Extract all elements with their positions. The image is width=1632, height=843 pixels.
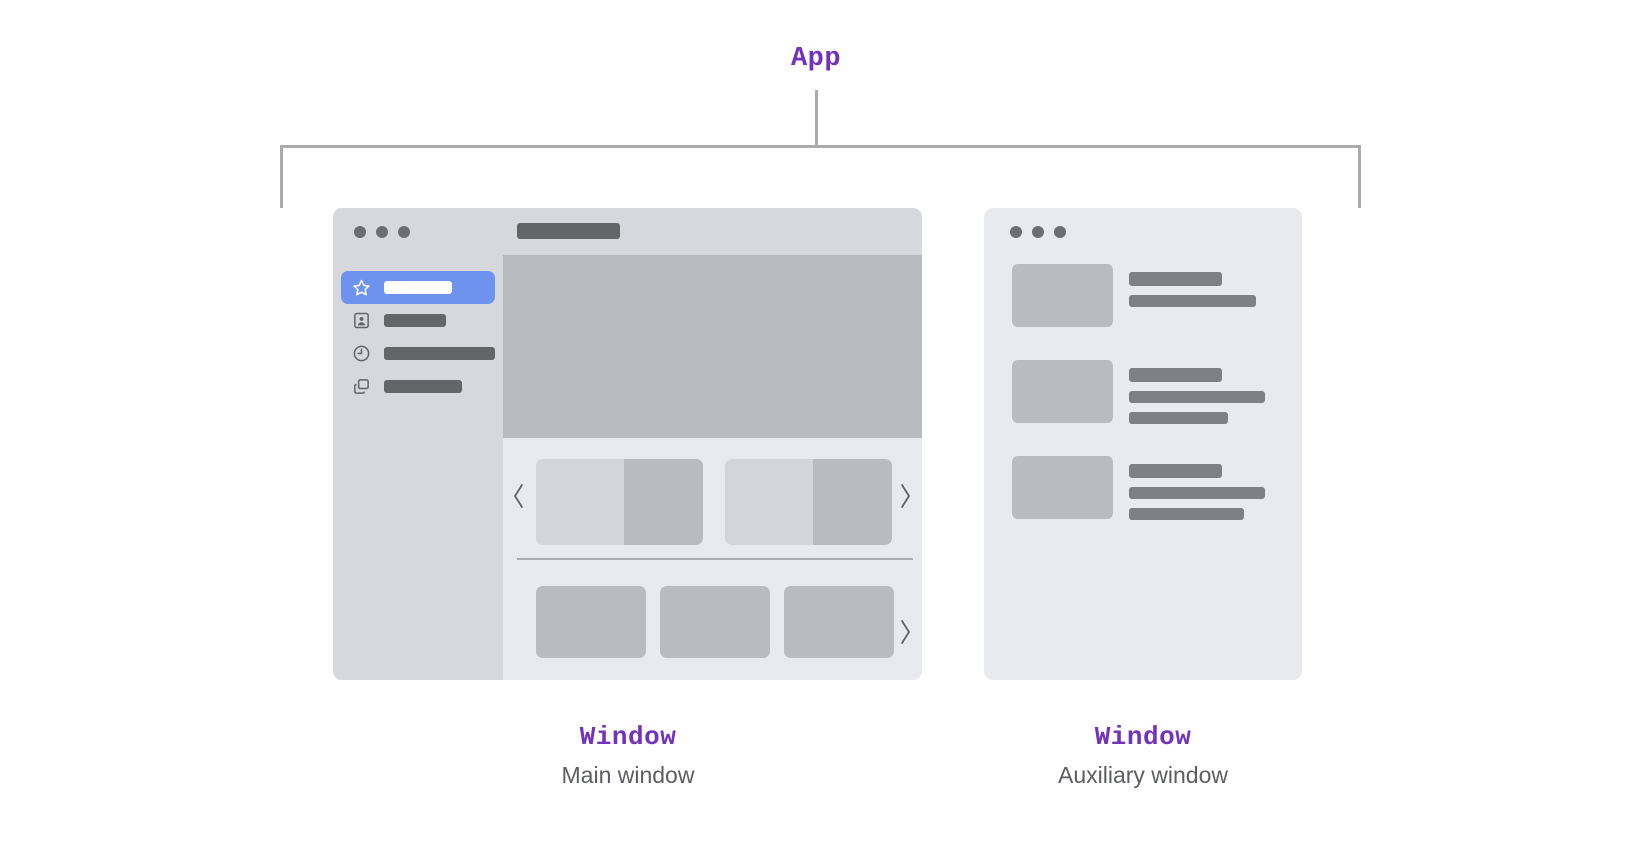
list-item-title [1129,464,1222,478]
hero-banner[interactable] [503,255,922,438]
main-window-caption: Window Main window [463,722,793,789]
sidebar-item-label-favorites [384,281,452,294]
tile-item[interactable] [536,586,646,658]
section-divider [517,558,913,560]
tile-item[interactable] [660,586,770,658]
copy-icon [352,377,371,396]
tile-item[interactable] [784,586,894,658]
page-title-placeholder [517,223,620,239]
list-item-line [1129,391,1265,403]
list-item-title [1129,368,1222,382]
app-connector-stem [815,90,818,146]
carousel-card[interactable] [725,459,892,545]
maximize-dot[interactable] [398,226,410,238]
minimize-dot[interactable] [376,226,388,238]
content-titlebar [503,208,922,255]
sidebar-item-recents[interactable] [341,337,495,370]
list-item-line [1129,508,1244,520]
list-item-line [1129,295,1256,307]
main-window-content [503,208,922,680]
close-dot[interactable] [354,226,366,238]
sidebar-item-label-recents [384,347,495,360]
traffic-lights [354,226,410,238]
close-dot[interactable] [1010,226,1022,238]
main-window-kind-label: Window [579,722,677,752]
main-window[interactable] [333,208,922,680]
auxiliary-window-kind-label: Window [1094,722,1192,752]
list-item[interactable] [984,456,1302,552]
auxiliary-window-description: Auxiliary window [1057,762,1228,788]
list-item-text [1129,456,1265,520]
tile-row [503,566,922,666]
traffic-lights [1010,226,1066,238]
chevron-right-icon[interactable] [897,482,913,510]
list-item[interactable] [984,360,1302,456]
card-thumb-dark [813,459,892,545]
carousel-card[interactable] [536,459,703,545]
carousel [503,438,922,554]
main-window-sidebar [333,208,503,680]
app-label: App [790,44,842,74]
card-thumb-light [725,459,813,545]
clock-icon [352,344,371,363]
list-item-thumbnail [1012,456,1113,519]
list-item-title [1129,272,1222,286]
list-item[interactable] [984,264,1302,360]
maximize-dot[interactable] [1054,226,1066,238]
sidebar-item-label-library [384,380,462,393]
card-thumb-dark [624,459,703,545]
bracket-rail [280,145,1361,148]
sidebar-item-library[interactable] [341,370,495,403]
sidebar-nav [333,271,503,403]
auxiliary-list [984,264,1302,552]
list-item-text [1129,264,1256,307]
chevron-right-icon[interactable] [897,618,913,646]
bracket-stem-left [280,145,283,208]
sidebar-item-contacts[interactable] [341,304,495,337]
star-icon [352,278,371,297]
list-item-line [1129,487,1265,499]
card-thumb-light [536,459,624,545]
sidebar-item-favorites[interactable] [341,271,495,304]
chevron-left-icon[interactable] [511,482,527,510]
sidebar-item-label-contacts [384,314,446,327]
list-item-thumbnail [1012,360,1113,423]
auxiliary-window-caption: Window Auxiliary window [978,722,1308,789]
list-item-line [1129,412,1228,424]
minimize-dot[interactable] [1032,226,1044,238]
bracket-stem-right [1358,145,1361,208]
main-window-description: Main window [561,762,695,788]
list-item-text [1129,360,1265,424]
auxiliary-window[interactable] [984,208,1302,680]
list-item-thumbnail [1012,264,1113,327]
contact-icon [352,311,371,330]
